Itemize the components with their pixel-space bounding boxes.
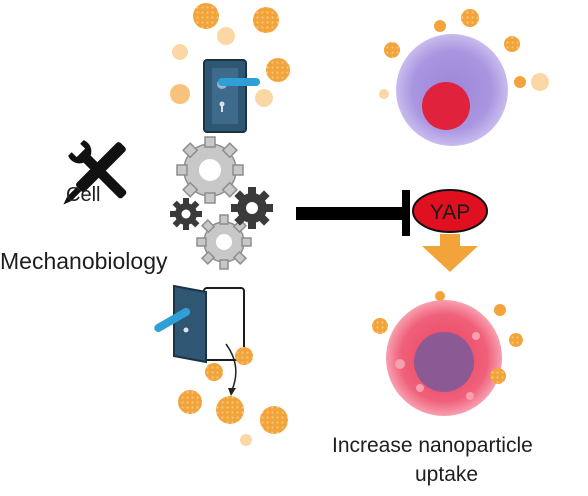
cell-bottom bbox=[372, 291, 523, 416]
nanoparticles-bottom-left bbox=[178, 347, 288, 446]
wrench-screwdriver-icon bbox=[63, 140, 127, 205]
door-open-icon bbox=[154, 284, 245, 396]
uptake-label-line1: Increase nanoparticle bbox=[332, 434, 533, 457]
gear-icon bbox=[170, 136, 273, 270]
yap-node bbox=[412, 189, 488, 233]
door-closed-icon bbox=[203, 59, 260, 133]
uptake-label-line2: uptake bbox=[415, 463, 479, 486]
down-arrow bbox=[422, 234, 478, 272]
cell-label: Cell bbox=[66, 184, 101, 206]
cell-top bbox=[379, 9, 549, 146]
yap-label: YAP bbox=[430, 201, 470, 224]
mechanobiology-label: Mechanobiology bbox=[0, 248, 168, 274]
inhibition-arrow bbox=[296, 190, 410, 236]
nanoparticles-top-left bbox=[170, 3, 290, 107]
